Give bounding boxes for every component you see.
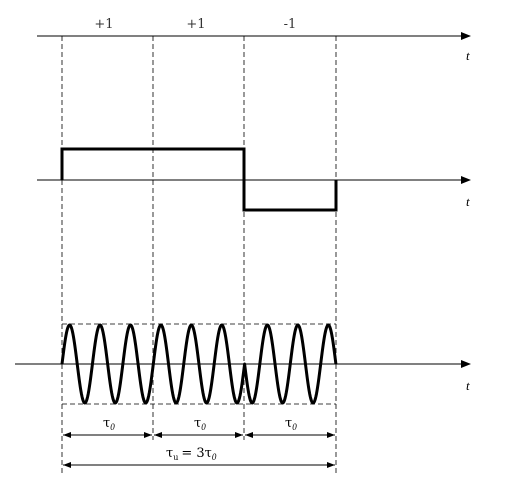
- top-axis-label: t: [466, 48, 470, 63]
- bottom-axis-label: t: [466, 378, 470, 393]
- total-duration-label: τu= 3τ0: [166, 446, 217, 462]
- modulated-carrier: [60, 323, 338, 405]
- middle-axis-label: t: [466, 194, 470, 209]
- code-waveform: [60, 147, 338, 212]
- tau-label-3: τ0: [285, 416, 297, 432]
- tau-label-1: τ0: [103, 416, 115, 432]
- code-bit-1: +1: [94, 17, 113, 32]
- code-bit-2: +1: [186, 17, 205, 32]
- tau-label-2: τ0: [194, 416, 206, 432]
- code-bit-3: -1: [284, 17, 297, 32]
